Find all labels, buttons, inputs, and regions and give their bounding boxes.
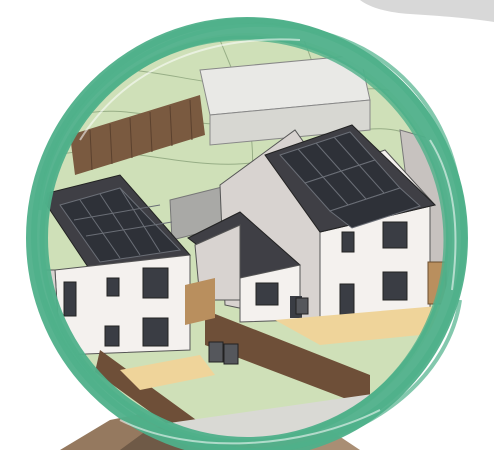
back-fence <box>70 95 205 175</box>
circle-frame <box>26 17 468 450</box>
frame-brush-highlights <box>79 38 457 445</box>
top-right-blob <box>360 0 494 22</box>
paths <box>120 305 452 390</box>
bins <box>208 297 309 365</box>
